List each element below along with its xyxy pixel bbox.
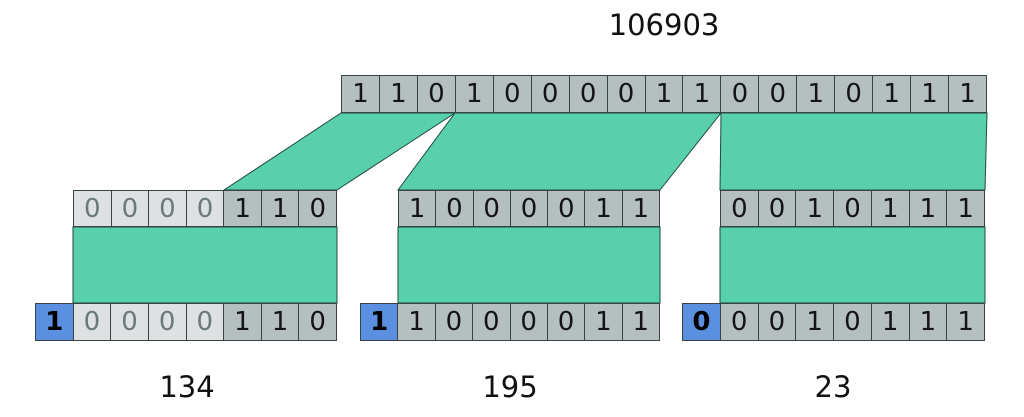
bit-cell: 0: [546, 303, 586, 341]
padding-bit-cell: 0: [185, 190, 225, 227]
bit-cell: 0: [416, 75, 456, 113]
bit-cell: 1: [795, 190, 835, 227]
bit-cell: 1: [260, 303, 300, 341]
bit-cell: 0: [834, 75, 874, 113]
padding-bit-cell: 0: [185, 303, 225, 341]
bit-cell: 1: [378, 75, 418, 113]
bit-cell: 1: [870, 190, 910, 227]
bit-cell: 0: [758, 75, 798, 113]
bit-cell: 1: [260, 190, 300, 227]
bit-cell: 0: [757, 303, 797, 341]
bit-cell: 1: [584, 303, 623, 341]
band-drop-group1: [72, 226, 338, 304]
decoded-value-label: 106903: [608, 8, 720, 42]
byte-2-value-label: 195: [482, 370, 538, 404]
bit-cell: 1: [796, 75, 836, 113]
band-split-group3: [719, 112, 988, 191]
bit-cell: 0: [720, 75, 760, 113]
bit-cell: 0: [833, 303, 872, 341]
padding-bit-cell: 0: [73, 190, 112, 227]
bit-cell: 0: [530, 75, 570, 113]
bit-cell: 0: [606, 75, 646, 113]
bit-cell: 1: [908, 303, 948, 341]
bit-cell: 1: [870, 303, 910, 341]
bit-cell: 0: [509, 190, 549, 227]
bit-cell: 1: [908, 190, 948, 227]
bit-cell: 1: [397, 303, 436, 341]
padding-bit-cell: 0: [110, 190, 150, 227]
bit-cell: 1: [948, 75, 987, 113]
bit-cell: 0: [472, 303, 511, 341]
bit-cell: 0: [492, 75, 532, 113]
bit-cell: 0: [547, 190, 586, 227]
bit-cell: 0: [719, 303, 759, 341]
bit-cell: 1: [795, 303, 834, 341]
bit-cell: 1: [872, 75, 912, 113]
bit-cell: 0: [434, 303, 474, 341]
bit-cell: 0: [509, 303, 548, 341]
band-drop-group2: [397, 226, 661, 304]
bit-cell: 1: [682, 75, 722, 113]
bit-cell: 0: [757, 190, 797, 227]
bit-cell: 1: [223, 190, 262, 227]
band-split-group2: [397, 112, 723, 191]
byte-1-value-label: 134: [159, 370, 215, 404]
bit-cell: 1: [454, 75, 494, 113]
padding-bit-cell: 0: [147, 303, 187, 341]
continuation-bit-cell: 1: [360, 303, 399, 341]
band-drop-group3: [719, 226, 986, 304]
bit-cell: 1: [584, 190, 623, 227]
bit-cell: 1: [946, 190, 986, 227]
bit-cell: 1: [946, 303, 985, 341]
byte-3-value-label: 23: [814, 370, 852, 404]
bit-cell: 1: [341, 75, 380, 113]
bit-cell: 0: [568, 75, 608, 113]
bit-cell: 0: [435, 190, 474, 227]
continuation-bit-cell: 1: [35, 303, 74, 341]
padding-bit-cell: 0: [148, 190, 187, 227]
bit-cell: 0: [298, 190, 338, 227]
padding-bit-cell: 0: [110, 303, 149, 341]
bit-cell: 1: [398, 190, 437, 227]
padding-bit-cell: 0: [72, 303, 112, 341]
bit-cell: 1: [910, 75, 949, 113]
bit-cell: 0: [472, 190, 511, 227]
bit-cell: 1: [621, 303, 660, 341]
bit-cell: 0: [833, 190, 872, 227]
bit-cell: 0: [720, 190, 759, 227]
bit-cell: 1: [621, 190, 660, 227]
bit-cell: 1: [223, 303, 262, 341]
bit-cell: 1: [644, 75, 684, 113]
continuation-bit-cell: 0: [682, 303, 721, 341]
bit-cell: 0: [298, 303, 337, 341]
